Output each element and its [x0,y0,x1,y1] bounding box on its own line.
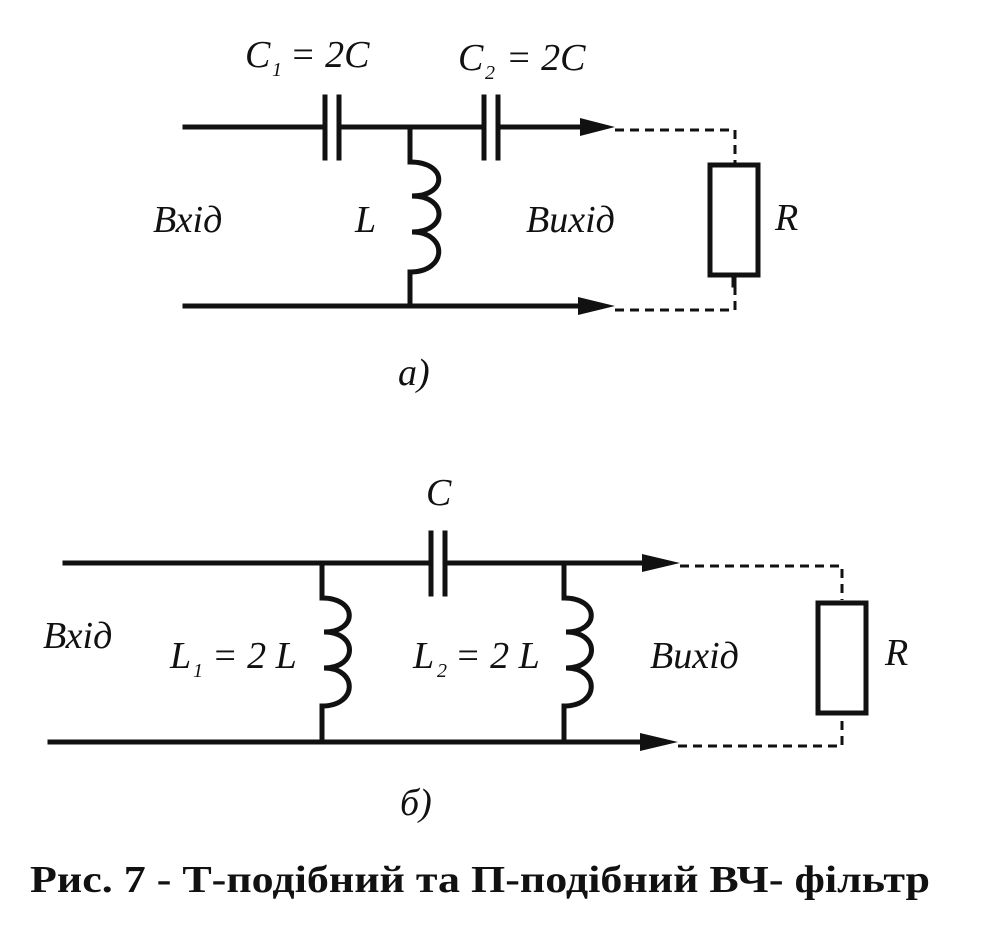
a-c1-letter: C [245,34,271,76]
a-bottom-dashed-link [615,280,737,312]
b-top-dashed-link [680,564,844,600]
b-l2-subscript: 2 [437,660,447,682]
a-inductor-label: L [354,199,376,241]
b-resistor-label: R [884,632,908,674]
b-l1-coil [319,595,352,709]
a-panel-label: а) [398,352,430,394]
b-panel-label: б) [400,782,432,824]
b-l1-subscript: 1 [193,660,203,682]
figure-caption: Рис. 7 - Т-подібний та П-подібний ВЧ- фі… [30,859,930,901]
a-resistor-label: R [774,197,798,239]
diagram-b-pi-filter: C Вхід L 1 = 2 L L 2 = 2 L Вихід R б) [43,472,908,824]
b-bottom-dashed-link [678,715,844,748]
b-top-arrow [642,554,680,572]
b-bottom-arrow [640,733,678,751]
a-top-arrow [580,118,615,136]
b-l1-value: = 2 L [212,635,297,677]
a-top-dashed-link [615,128,737,165]
a-inductor-coil [407,159,442,275]
a-resistor [707,162,761,278]
b-l2-value: = 2 L [455,635,540,677]
a-bottom-arrow [578,297,615,315]
diagram-a-t-filter: C 1 = 2C C 2 = 2C Вхід L Вихід R а) [153,34,798,394]
a-c1-value: = 2C [290,34,370,76]
a-output-label: Вихід [526,199,615,241]
b-c-label: C [426,472,452,514]
a-c2-subscript: 2 [485,62,495,84]
b-l1-letter: L [169,635,191,677]
b-input-label: Вхід [43,615,112,657]
b-resistor [815,600,869,716]
a-input-label: Вхід [153,199,222,241]
a-c2-letter: C [458,37,484,79]
a-c1-subscript: 1 [272,59,282,81]
b-output-label: Вихід [650,635,739,677]
a-c2-value: = 2C [506,37,586,79]
b-l2-coil [561,595,594,709]
b-l2-letter: L [412,635,434,677]
